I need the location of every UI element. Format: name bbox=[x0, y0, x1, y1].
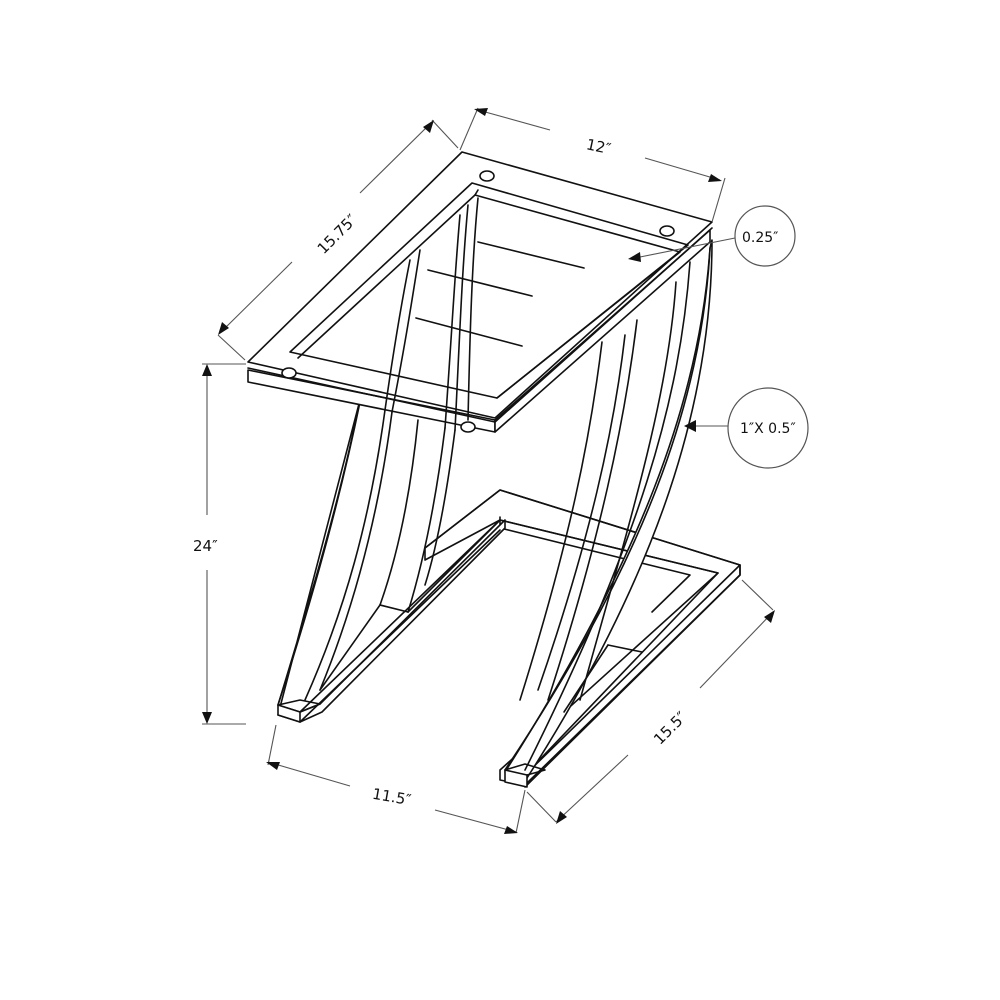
arrowhead-icon bbox=[202, 712, 212, 724]
label-top-width: 12″ bbox=[585, 135, 613, 158]
label-base-depth: 15.5″ bbox=[650, 708, 691, 749]
bumper-back-left bbox=[479, 170, 495, 182]
dimension-top-width: 12″ bbox=[459, 107, 726, 223]
label-height: 24″ bbox=[193, 537, 218, 555]
arrowhead-icon bbox=[266, 762, 280, 770]
left-leg bbox=[277, 399, 506, 723]
arrowhead-icon bbox=[628, 252, 641, 262]
callout-glass-thickness: 0.25″ bbox=[628, 205, 796, 267]
arrowhead-icon bbox=[423, 120, 434, 133]
base-frame bbox=[424, 489, 741, 788]
dimension-height: 24″ bbox=[193, 363, 246, 725]
arrowhead-icon bbox=[708, 174, 722, 182]
bumper-front-right bbox=[460, 421, 476, 433]
bumper-back-right bbox=[659, 225, 675, 237]
table-top bbox=[247, 151, 713, 433]
dimension-base-width: 11.5″ bbox=[266, 724, 526, 834]
arrowhead-icon bbox=[504, 826, 518, 834]
bumper-front-left bbox=[281, 367, 297, 379]
arrowhead-icon bbox=[684, 420, 696, 432]
arrowhead-icon bbox=[764, 610, 775, 623]
glass-reflection bbox=[427, 269, 533, 297]
label-base-width: 11.5″ bbox=[371, 785, 413, 810]
label-glass-thickness: 0.25″ bbox=[742, 230, 778, 246]
callout-frame-tube: 1″X 0.5″ bbox=[684, 387, 809, 469]
arrowhead-icon bbox=[556, 811, 567, 824]
glass-reflection bbox=[415, 317, 523, 347]
right-leg bbox=[504, 239, 713, 788]
arrowhead-icon bbox=[202, 364, 212, 376]
label-top-depth: 15.75″ bbox=[314, 210, 361, 257]
label-frame-tube: 1″X 0.5″ bbox=[740, 421, 796, 437]
glass-reflection bbox=[477, 241, 585, 269]
arrowhead-icon bbox=[474, 108, 488, 116]
arrowhead-icon bbox=[218, 322, 229, 335]
